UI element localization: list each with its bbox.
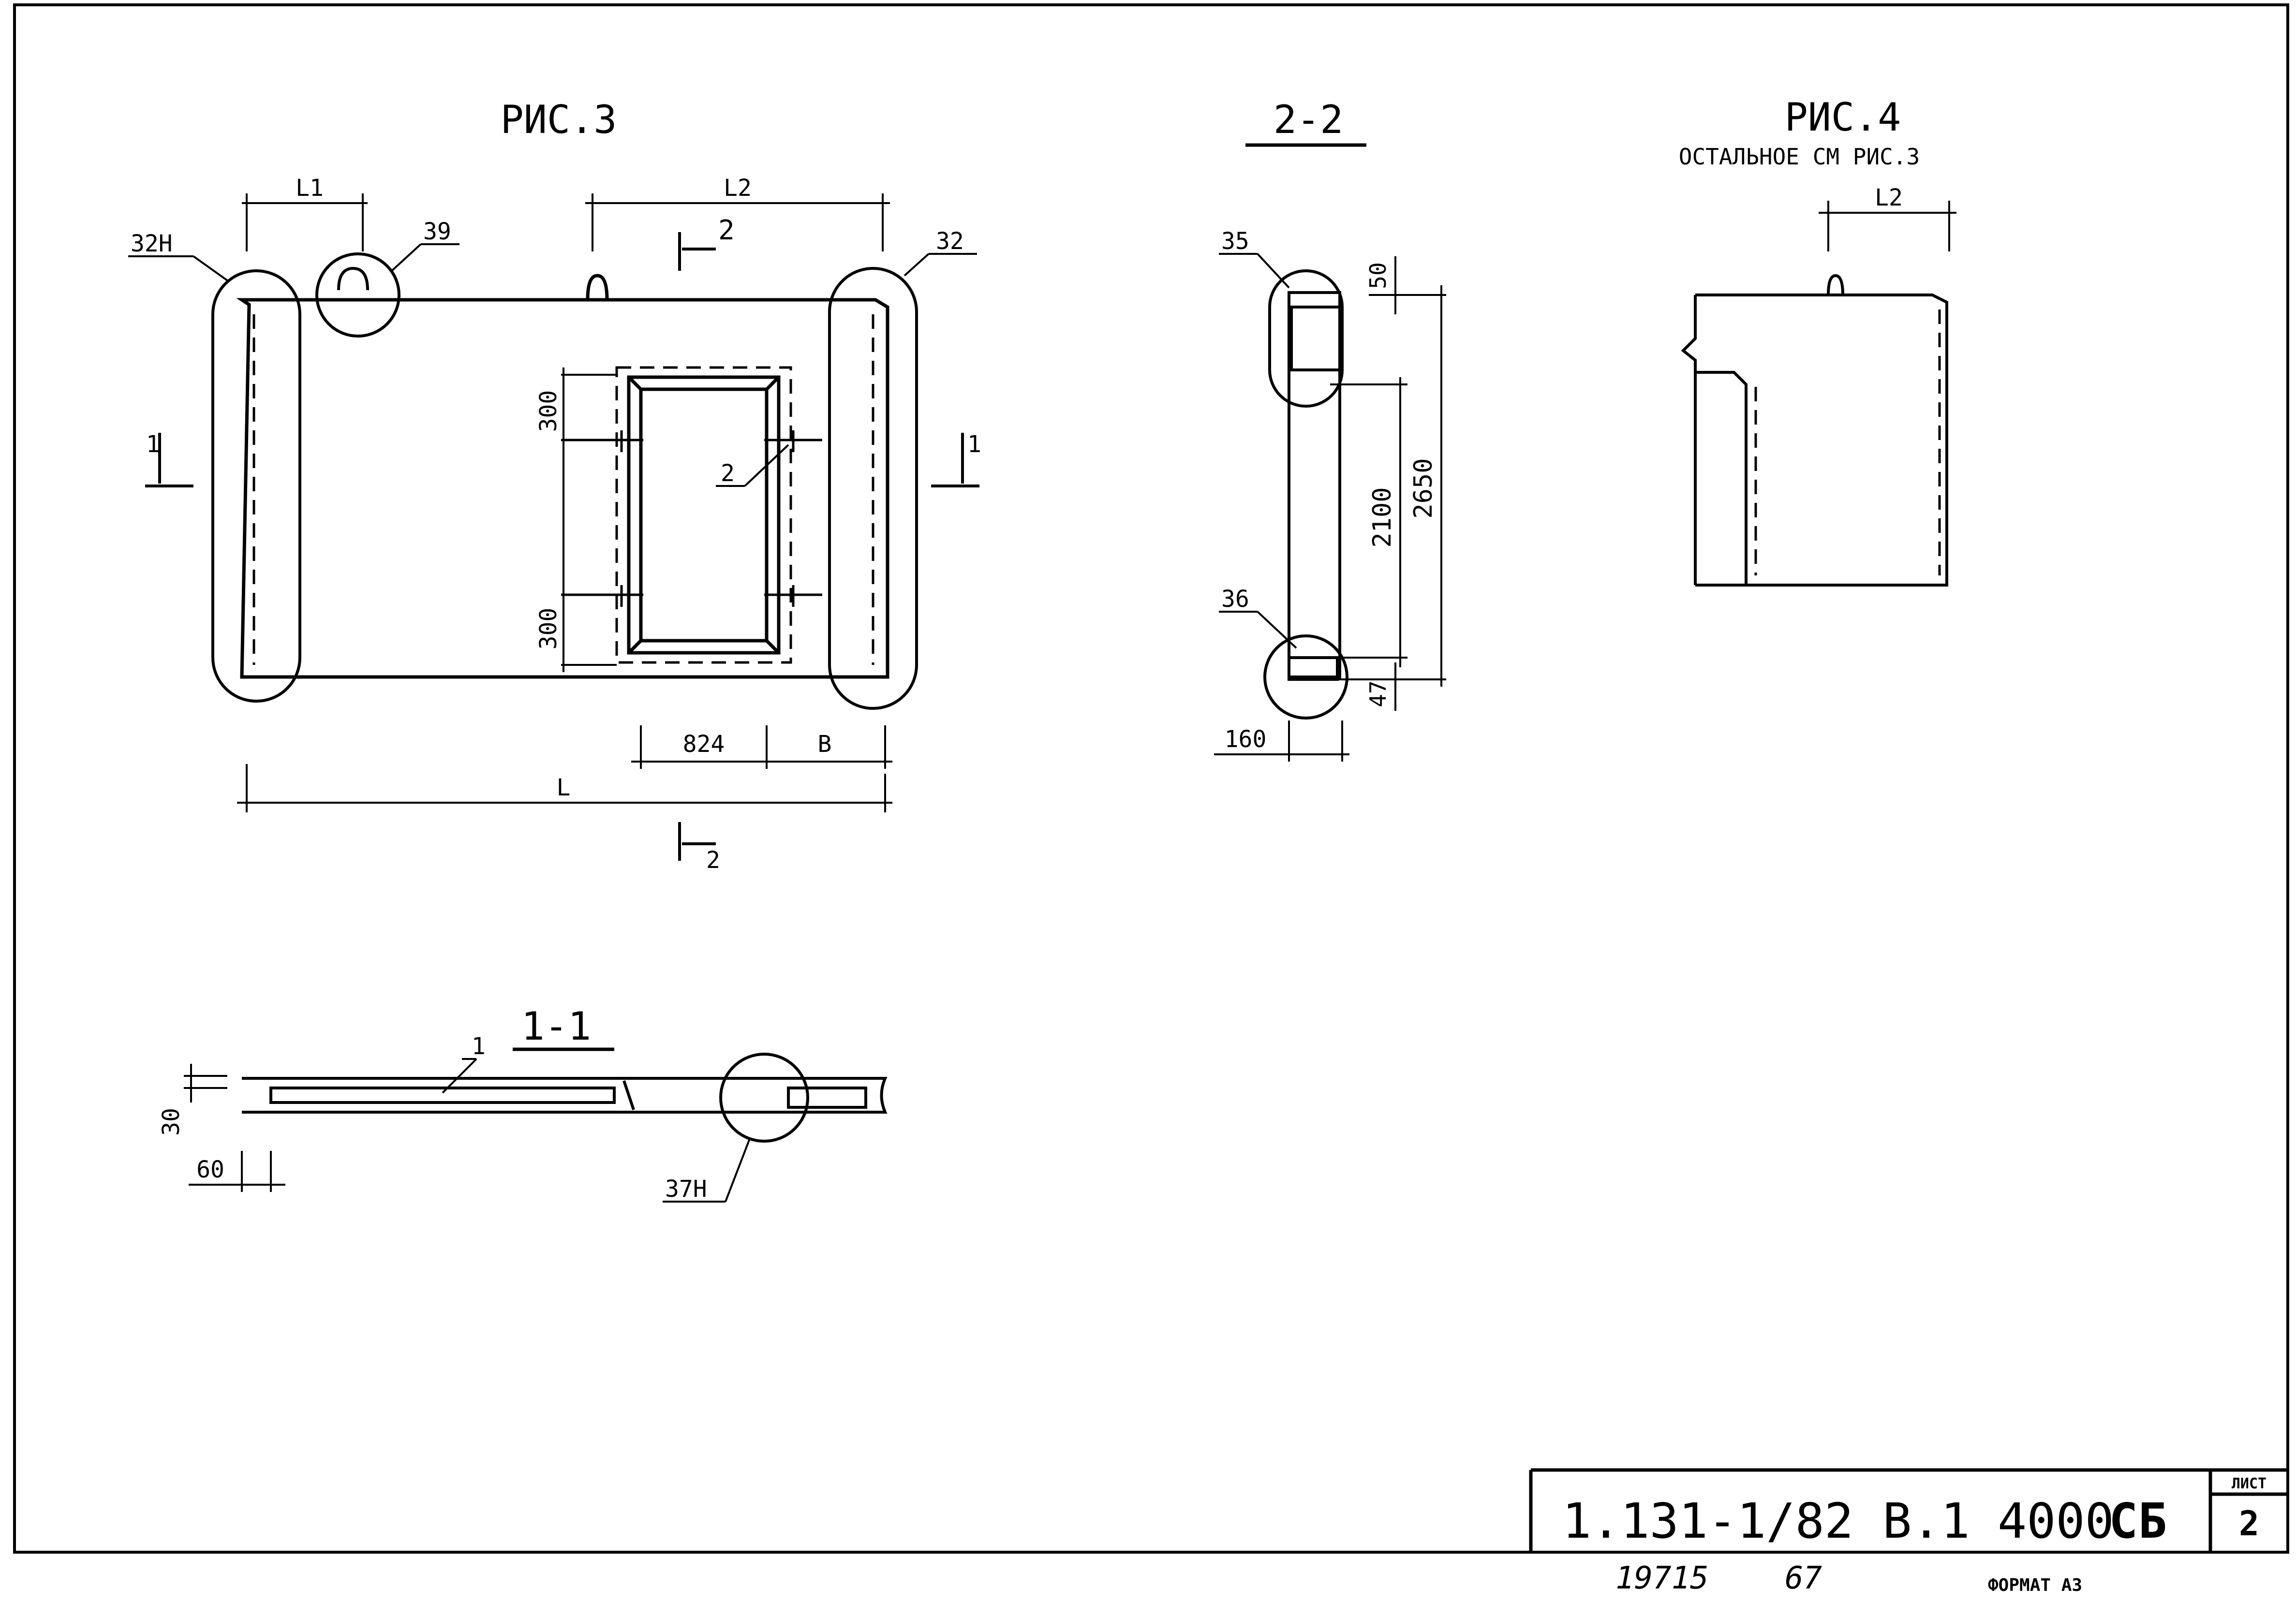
panel-outline [236,274,889,679]
callout-32H: 32Н [131,230,173,257]
footer: 19715 67 ФОРМАТ А3 [1615,1560,2082,1596]
section-cut-marks [145,232,979,861]
callout-32: 32 [936,228,964,255]
dim-L: L [557,774,571,801]
section-1-1: 1-1 30 60 1 37Н [158,1004,888,1203]
section-2-2-leaders [1219,253,1297,649]
dim-L1: L1 [296,175,324,202]
figure-3-leaders [128,243,977,487]
section-mark-2-top: 2 [718,215,735,246]
figure-4: РИС.4 ОСТАЛЬНОЕ СМ РИС.3 L2 [1679,95,1956,587]
callout-35: 35 [1221,228,1249,255]
inventory-number: 19715 [1615,1560,1709,1596]
figure-4-title: РИС.4 [1785,95,1901,140]
dim-B: B [818,731,832,758]
section-mark-1-left: 1 [146,431,160,458]
callout-37H: 37Н [665,1176,707,1203]
section-mark-1-right: 1 [967,431,981,458]
section-1-1-leaders [442,1058,751,1203]
doc-suffix: СБ [2109,1493,2167,1549]
dim-L2-fig4: L2 [1875,184,1903,211]
figure-4-reinforcement-dashed [1754,309,1941,575]
figure-4-subtitle: ОСТАЛЬНОЕ СМ РИС.3 [1679,144,1920,170]
callout-1: 1 [472,1033,486,1060]
doc-code: 1.131-1/82 В.1 [1562,1493,1970,1549]
sheet-label: ЛИСТ [2232,1475,2266,1492]
section-2-2-body [1263,269,1348,720]
figure-4-outline [1681,274,1948,587]
drawing-frame [13,3,2289,1554]
section-mark-2-bottom: 2 [706,847,720,874]
dim-300-top: 300 [535,390,562,432]
dim-300-bottom: 300 [535,608,562,650]
sheet-number: 2 [2239,1504,2259,1543]
dim-824: 824 [683,731,725,758]
dim-47: 47 [1365,680,1391,707]
dim-2100: 2100 [1368,487,1397,547]
dim-2650: 2650 [1409,458,1438,518]
callout-39: 39 [423,218,451,245]
title-block: 1.131-1/82 В.1 4000 СБ ЛИСТ 2 [1529,1468,2288,1552]
detail-callout-circles [211,252,918,710]
format-label: ФОРМАТ А3 [1988,1575,2082,1595]
dim-50: 50 [1365,262,1391,289]
figure-3-title: РИС.3 [501,97,617,142]
section-1-1-title: 1-1 [521,1004,592,1049]
section-1-1-body [242,1053,888,1143]
section-2-2: 2-2 50 2100 2650 47 160 [1214,97,1446,762]
embedded-plates [561,430,822,607]
section-2-2-dimensions [1214,256,1446,762]
dim-60: 60 [196,1156,224,1183]
callout-36: 36 [1221,586,1249,613]
reinforcement-dashed [252,314,874,665]
dim-30: 30 [158,1108,185,1136]
dim-160: 160 [1225,726,1267,753]
callout-2: 2 [721,460,735,487]
doc-number: 4000 [1998,1493,2114,1549]
copy-number: 67 [1785,1560,1822,1596]
figure-3-dimensions [237,193,892,812]
figure-4-dimensions [1819,201,1956,251]
section-1-1-dimensions [184,1064,285,1192]
figure-3: РИС.3 [128,97,981,874]
dim-L2: L2 [724,175,752,202]
section-2-2-title: 2-2 [1274,97,1344,142]
